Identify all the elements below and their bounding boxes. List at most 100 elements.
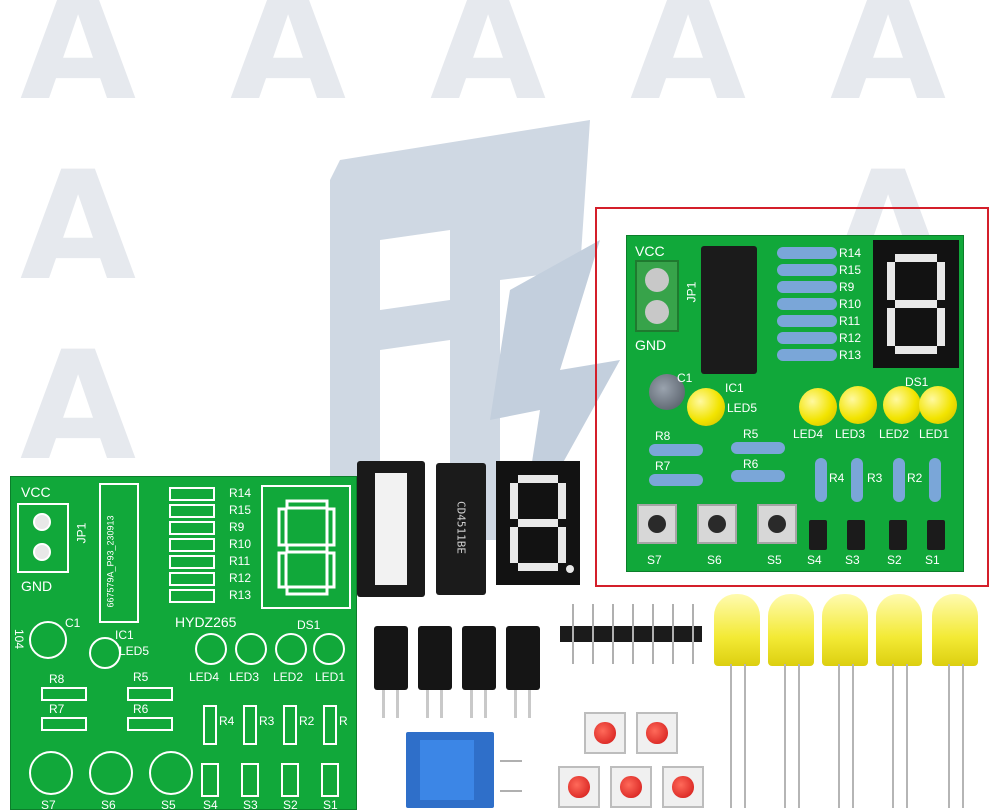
brand-watermark-icon <box>330 120 620 540</box>
tact-switch[interactable] <box>610 766 652 808</box>
tact-switch[interactable] <box>558 766 600 808</box>
resistor-label: R7 <box>655 459 671 473</box>
resistor <box>815 458 827 502</box>
resistor-label: R2 <box>907 471 923 485</box>
resistor <box>777 298 837 310</box>
push-button[interactable] <box>697 504 737 544</box>
pad <box>33 543 51 561</box>
resistor-footprint <box>169 538 215 552</box>
resistor-label: R14 <box>839 246 862 260</box>
led-yellow <box>839 386 877 424</box>
jumper-cap <box>462 626 496 718</box>
blue-terminal-block <box>406 732 494 808</box>
resistor-label: R5 <box>133 670 149 684</box>
jumper[interactable] <box>927 520 945 550</box>
resistor <box>777 247 837 259</box>
switch-label: S3 <box>243 798 258 812</box>
jumper[interactable] <box>809 520 827 550</box>
jp1-label: JP1 <box>74 522 89 544</box>
watermark-logo: A <box>20 0 136 134</box>
tact-switch[interactable] <box>662 766 704 808</box>
switch-label: S6 <box>101 798 116 812</box>
ic-chip <box>701 246 757 374</box>
yellow-led <box>876 594 922 666</box>
resistor-label: R13 <box>839 348 862 362</box>
ds1-label: DS1 <box>905 375 929 389</box>
resistor-label: R14 <box>229 486 252 500</box>
ic-chip-text: CD4511BE <box>454 501 468 554</box>
resistor-label: R15 <box>839 263 862 277</box>
header-pin <box>652 604 654 664</box>
resistor-footprint <box>169 521 215 535</box>
tact-switch[interactable] <box>584 712 626 754</box>
resistor-label: R8 <box>49 672 65 686</box>
switch-footprint <box>149 751 193 795</box>
resistor <box>777 332 837 344</box>
yellow-led <box>822 594 868 666</box>
switch-label: S7 <box>647 553 662 567</box>
model-label: HYDZ265 <box>175 614 237 630</box>
vcc-label: VCC <box>635 243 665 259</box>
jumper-cap <box>506 626 540 718</box>
jumper[interactable] <box>889 520 907 550</box>
pin-header <box>560 626 702 642</box>
push-button[interactable] <box>757 504 797 544</box>
switch-footprint <box>89 751 133 795</box>
resistor <box>649 444 703 456</box>
resistor-footprint <box>169 572 215 586</box>
resistor <box>777 264 837 276</box>
led-label: LED3 <box>229 670 260 684</box>
push-button[interactable] <box>637 504 677 544</box>
resistor-footprint <box>283 705 297 745</box>
highlight-frame <box>595 207 989 587</box>
yellow-led <box>932 594 978 666</box>
ic-chip-loose: CD4511BE <box>436 463 486 595</box>
header-pin <box>672 604 674 664</box>
resistor-footprint <box>243 705 257 745</box>
digit-icon <box>510 475 574 573</box>
led-label: LED1 <box>919 427 950 441</box>
led-label: LED1 <box>315 670 346 684</box>
resistor-footprint <box>169 589 215 603</box>
switch-label: S2 <box>283 798 298 812</box>
resistor <box>731 470 785 482</box>
resistor-footprint <box>41 717 87 731</box>
led-label: LED5 <box>119 644 150 658</box>
tact-switch[interactable] <box>636 712 678 754</box>
resistor-label: R11 <box>839 314 861 328</box>
led-footprint <box>275 633 307 665</box>
resistor <box>777 281 837 293</box>
led-footprint <box>235 633 267 665</box>
gnd-label: GND <box>21 578 53 594</box>
resistor <box>851 458 863 502</box>
resistor-label: R15 <box>229 503 252 517</box>
led-leg <box>906 664 908 808</box>
vcc-label: VCC <box>21 484 51 500</box>
switch-label: S5 <box>767 553 782 567</box>
digit-icon <box>887 254 945 354</box>
resistor-label: R10 <box>229 537 252 551</box>
ic-socket <box>357 461 425 597</box>
led-leg <box>784 664 786 808</box>
resistor <box>929 458 941 502</box>
jumper[interactable] <box>847 520 865 550</box>
switch-label: S3 <box>845 553 860 567</box>
resistor <box>777 315 837 327</box>
led-label: LED2 <box>879 427 910 441</box>
resistor <box>777 349 837 361</box>
header-pin <box>612 604 614 664</box>
c1-label: C1 <box>65 616 81 630</box>
led-yellow <box>687 388 725 426</box>
seven-segment-display <box>873 240 959 368</box>
led-yellow <box>799 388 837 426</box>
led-leg <box>948 664 950 808</box>
resistor-label: R <box>339 714 348 728</box>
led-footprint <box>195 633 227 665</box>
switch-label: S5 <box>161 798 176 812</box>
resistor-footprint <box>169 487 215 501</box>
resistor <box>731 442 785 454</box>
jp1-label: JP1 <box>684 281 699 303</box>
led-label: LED3 <box>835 427 866 441</box>
watermark-logo: A <box>830 0 946 134</box>
resistor-label: R8 <box>655 429 671 443</box>
